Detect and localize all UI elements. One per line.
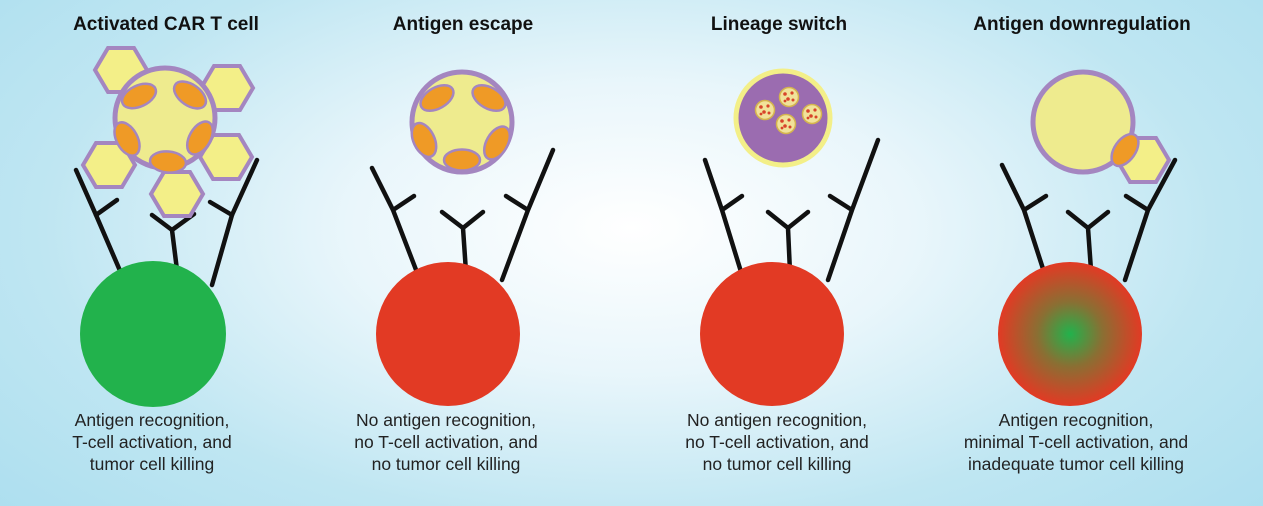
tumor-cell [405, 69, 517, 175]
caption-antigen-downregulation: Antigen recognition, minimal T-cell acti… [926, 409, 1226, 475]
tumor-cell [81, 46, 255, 218]
car-receptors [999, 157, 1178, 283]
t-cell-partial [998, 262, 1142, 406]
caption-line: no tumor cell killing [702, 454, 852, 474]
caption-antigen-escape: No antigen recognition, no T-cell activa… [296, 409, 596, 475]
caption-lineage-switch: No antigen recognition, no T-cell activa… [627, 409, 927, 475]
caption-line: no T-cell activation, and [354, 432, 538, 452]
granule [754, 99, 776, 121]
panel-antigen-downregulation [998, 69, 1178, 406]
t-cell-active [80, 261, 226, 407]
car-receptors [702, 137, 881, 283]
caption-line: no T-cell activation, and [685, 432, 869, 452]
panel-lineage-switch [700, 68, 881, 406]
panel-title-lineage-switch: Lineage switch [710, 14, 848, 35]
caption-line: minimal T-cell activation, and [963, 432, 1189, 452]
caption-line: No antigen recognition, [356, 410, 536, 430]
caption-line: tumor cell killing [89, 454, 215, 474]
lineage-switched-cell [733, 68, 833, 168]
granule [801, 103, 823, 125]
caption-line: inadequate tumor cell killing [968, 454, 1184, 474]
t-cell-inactive [700, 262, 844, 406]
panel-title-antigen-downregulation: Antigen downregulation [973, 14, 1191, 35]
tumor-cell [1030, 69, 1171, 184]
panel-title-activated-car-t-cell: Activated CAR T cell [73, 14, 259, 35]
car-receptors [369, 147, 556, 283]
caption-activated-car-t-cell: Antigen recognition, T-cell activation, … [2, 409, 302, 475]
panel-antigen-escape [369, 69, 556, 406]
panel-title-antigen-escape: Antigen escape [392, 14, 534, 35]
epitope [442, 148, 482, 172]
caption-line: T-cell activation, and [72, 432, 232, 452]
antigen-hexagon [149, 170, 205, 218]
caption-line: Antigen recognition, [998, 410, 1154, 430]
caption-line: no tumor cell killing [371, 454, 521, 474]
car-receptors [73, 157, 260, 288]
caption-line: No antigen recognition, [687, 410, 867, 430]
panel-activated-car-t-cell [73, 46, 260, 407]
granule [775, 113, 797, 135]
granule [778, 86, 800, 108]
t-cell-inactive [376, 262, 520, 406]
caption-line: Antigen recognition, [74, 410, 230, 430]
